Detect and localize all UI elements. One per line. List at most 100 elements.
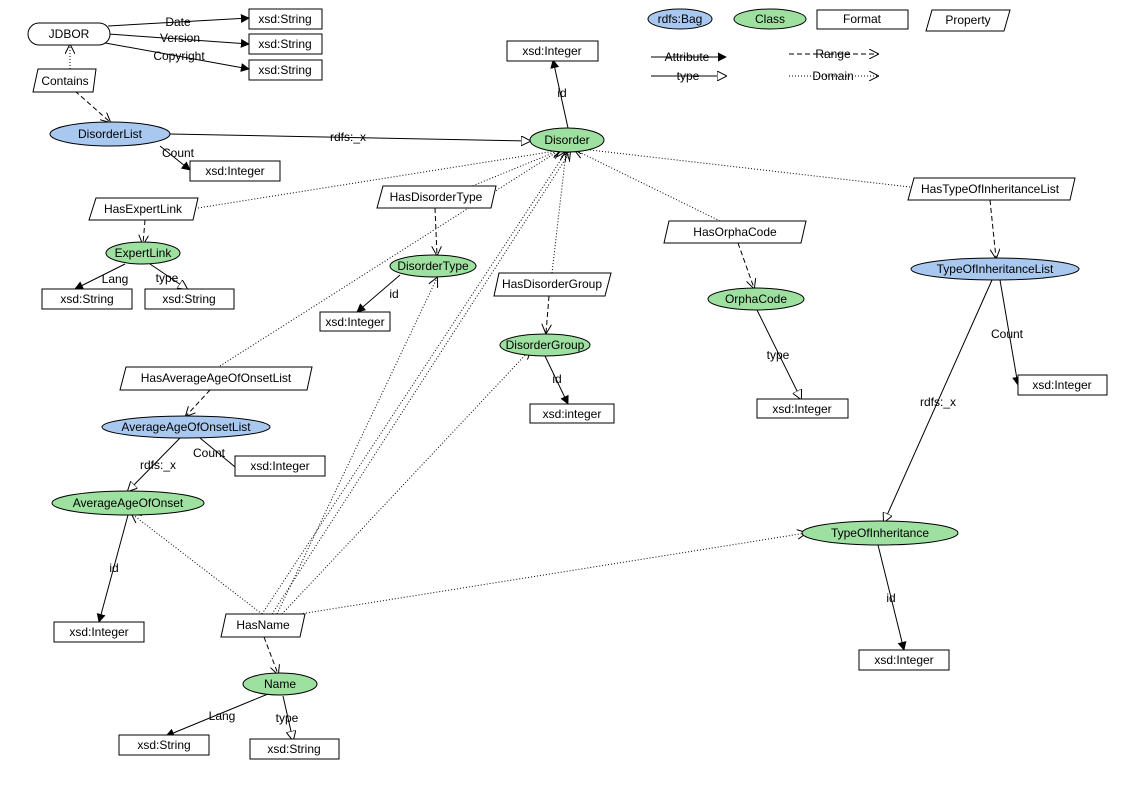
- edge-disorderlist-count: [159, 145, 191, 171]
- edge-label-expertlink-lang: Lang: [102, 272, 129, 286]
- edge-hasaaolist-range: [186, 389, 211, 416]
- disorder-group-node: [499, 333, 591, 357]
- legend-attribute-label: Attribute: [665, 50, 710, 64]
- toi-id-label: xsd:Integer: [874, 653, 933, 667]
- aao-list-node: [101, 415, 271, 439]
- edge-hasname-domain-disordertype: [276, 278, 437, 615]
- orpha-code-type-box: [756, 398, 849, 419]
- edge-label-disordergroup-id: id: [552, 372, 561, 386]
- has-name-node: [220, 613, 306, 638]
- edge-toilist-count: [999, 279, 1022, 386]
- date-format-label: xsd:String: [258, 12, 311, 26]
- has-disorder-group-label: HasDisorderGroup: [502, 277, 602, 291]
- edge-toilist-rdfs: [884, 279, 993, 522]
- edge-label-date: Date: [165, 15, 191, 29]
- edge-hasaaolist-domain: [219, 150, 560, 367]
- legend-domain-label: Domain: [812, 69, 853, 83]
- orpha-code-node: [707, 287, 805, 311]
- date-format-box: [248, 8, 323, 30]
- edge-expertlink-lang: [74, 263, 126, 290]
- edge-orphacode-type: [756, 309, 801, 399]
- legend-type-label: type: [677, 69, 700, 83]
- aao-id-box: [53, 621, 145, 643]
- nodes: JDBOR xsd:String xsd:String xsd:String C…: [27, 8, 1108, 760]
- toi-list-count-label: xsd:Integer: [1032, 378, 1091, 392]
- edge-hastoilist-range: [989, 199, 996, 258]
- disorder-type-label: DisorderType: [397, 259, 469, 273]
- disorder-node: [529, 127, 605, 153]
- edge-hasname-domain-disordergroup: [281, 350, 530, 615]
- edge-hasdisordergroup-range: [546, 295, 549, 333]
- edge-hasdisordertype-range: [435, 207, 437, 255]
- edge-label-name-type: type: [276, 711, 299, 725]
- has-aao-list-label: HasAverageAgeOfOnsetList: [141, 371, 292, 385]
- copyright-format-box: [248, 59, 323, 81]
- edge-expertlink-type: [149, 263, 187, 289]
- edge-hasname-domain-disorder-b: [271, 152, 570, 615]
- legend-bag-swatch: [647, 8, 713, 30]
- edge-hasdisordergroup-domain: [551, 152, 566, 274]
- aao-list-count-box: [234, 455, 326, 477]
- edge-label-orphacode-type: type: [767, 348, 790, 362]
- aao-list-count-label: xsd:Integer: [250, 459, 309, 473]
- expert-link-node: [105, 241, 181, 265]
- legend-range-label: Range: [815, 47, 851, 61]
- edge-hasname-domain-aao: [132, 514, 263, 615]
- edge-name-lang: [165, 693, 269, 738]
- disorder-id-box: [506, 40, 599, 62]
- edge-contains-range: [74, 90, 110, 122]
- edge-hasname-range: [263, 636, 278, 674]
- has-orpha-code-label: HasOrphaCode: [693, 225, 777, 239]
- edge-labels: Date Version Copyright rdfs:_x Count id …: [102, 15, 1024, 725]
- version-format-label: xsd:String: [258, 37, 311, 51]
- disorder-list-count-label: xsd:Integer: [205, 164, 264, 178]
- edge-hasorphacode-range: [737, 242, 754, 288]
- edge-label-disorder-id: id: [557, 86, 566, 100]
- disorder-type-id-box: [319, 311, 391, 332]
- name-node: [242, 672, 318, 696]
- edge-version: [107, 33, 250, 48]
- edge-hasdisordertype-domain: [469, 150, 560, 188]
- edge-disorderlist-rdfs: [169, 133, 530, 141]
- edge-label-aaolist-rdfs: rdfs:_x: [140, 458, 176, 472]
- disorder-list-node: [49, 121, 171, 147]
- legend-class-label: Class: [755, 12, 785, 26]
- edge-label-toilist-rdfs: rdfs:_x: [920, 395, 956, 409]
- edge-label-version: Version: [160, 31, 200, 45]
- has-aao-list-node: [119, 366, 313, 391]
- toi-list-node: [910, 257, 1080, 281]
- disorder-id-label: xsd:Integer: [522, 44, 581, 58]
- edge-aaolist-rdfs: [128, 437, 181, 491]
- disorder-type-id-label: xsd:Integer: [325, 315, 384, 329]
- edge-aao-id: [96, 514, 129, 623]
- edge-date: [107, 13, 250, 27]
- disorder-list-count-box: [189, 160, 281, 182]
- name-lang-box: [118, 734, 210, 756]
- expert-link-label: ExpertLink: [115, 246, 173, 260]
- edge-label-copyright: Copyright: [153, 49, 205, 63]
- edge-hastoilist-domain: [573, 148, 911, 188]
- edge-label-disordertype-id: id: [389, 287, 398, 301]
- edge-label-expertlink-type: type: [156, 271, 179, 285]
- contains-label: Contains: [41, 74, 88, 88]
- expert-link-lang-label: xsd:String: [60, 292, 113, 306]
- name-type-label: xsd:String: [267, 742, 320, 756]
- toi-node: [801, 520, 959, 546]
- disorder-group-label: DisorderGroup: [506, 338, 585, 352]
- edge-label-aaolist-count: Count: [193, 446, 226, 460]
- legend: rdfs:Bag Class Format Property Attribute…: [647, 8, 1011, 83]
- aao-id-label: xsd:Integer: [69, 625, 128, 639]
- contains-node: [32, 68, 97, 93]
- edge-hasorphacode-domain: [575, 150, 721, 222]
- edge-disordertype-id: [356, 274, 401, 313]
- aao-list-label: AverageAgeOfOnsetList: [121, 420, 251, 434]
- edge-label-disorderlist-rdfs: rdfs:_x: [330, 130, 366, 144]
- has-disorder-type-label: HasDisorderType: [390, 190, 483, 204]
- legend-property-swatch: [925, 9, 1011, 32]
- expert-link-type-label: xsd:String: [162, 292, 215, 306]
- legend-class-swatch: [733, 8, 807, 30]
- edges: [70, 13, 1022, 740]
- toi-id-box: [858, 649, 950, 671]
- edge-label-toi-id: id: [886, 591, 895, 605]
